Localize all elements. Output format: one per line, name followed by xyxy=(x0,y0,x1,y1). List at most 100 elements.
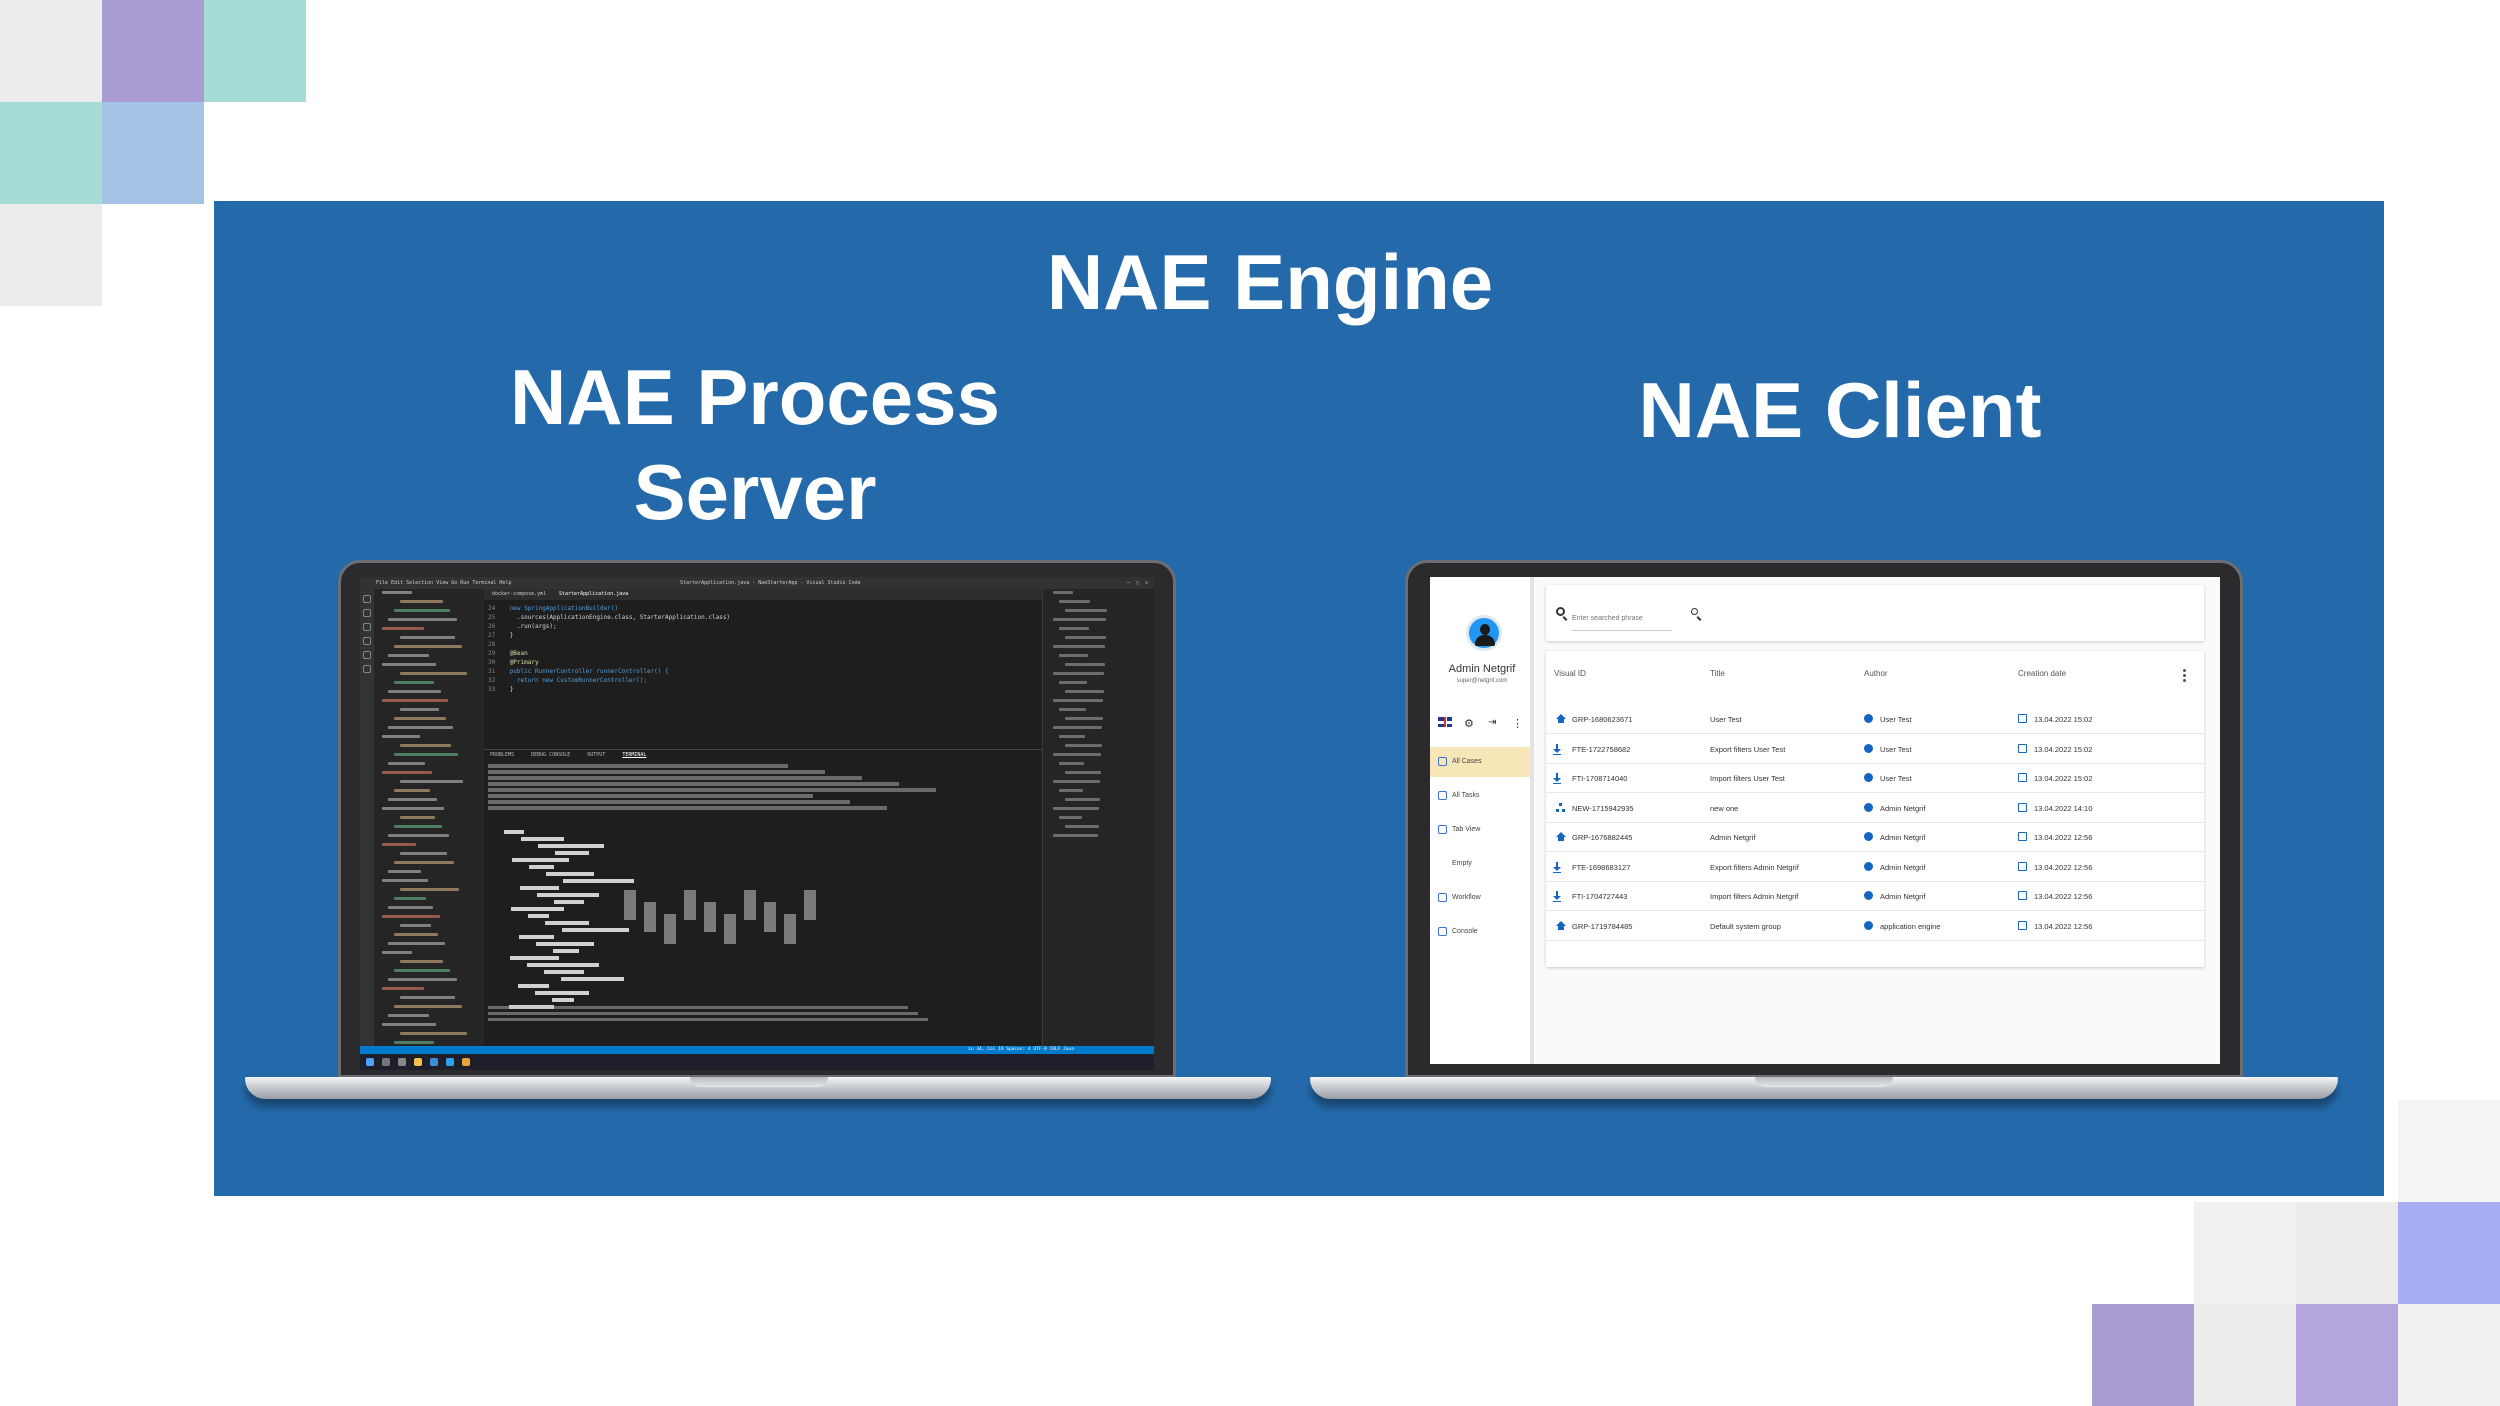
start-icon[interactable] xyxy=(366,1058,374,1066)
browser-icon[interactable] xyxy=(430,1058,438,1066)
tab-output[interactable]: OUTPUT xyxy=(587,752,606,758)
explorer-item[interactable] xyxy=(374,987,484,994)
explorer-item[interactable] xyxy=(374,735,484,742)
explorer-item[interactable] xyxy=(374,771,484,778)
menu-bar[interactable]: File Edit Selection View Go Run Terminal… xyxy=(376,580,512,586)
header-title[interactable]: Title xyxy=(1710,669,1725,678)
outline-item[interactable] xyxy=(1043,717,1154,724)
outline-item[interactable] xyxy=(1043,780,1154,787)
explorer-icon[interactable] xyxy=(363,595,371,603)
outline-item[interactable] xyxy=(1043,627,1154,634)
explorer-item[interactable] xyxy=(374,897,484,904)
task-view-icon[interactable] xyxy=(398,1058,406,1066)
explorer-item[interactable] xyxy=(374,726,484,733)
explorer-item[interactable] xyxy=(374,951,484,958)
sidebar-item-all-tasks[interactable]: All Tasks xyxy=(1430,781,1530,811)
explorer-item[interactable] xyxy=(374,1014,484,1021)
explorer-item[interactable] xyxy=(374,780,484,787)
explorer-panel[interactable] xyxy=(374,589,484,1070)
run-debug-icon[interactable] xyxy=(363,637,371,645)
window-controls[interactable]: — ▢ ✕ xyxy=(1126,580,1148,586)
explorer-item[interactable] xyxy=(374,924,484,931)
explorer-item[interactable] xyxy=(374,762,484,769)
flag-uk-icon[interactable] xyxy=(1438,717,1452,727)
extensions-icon[interactable] xyxy=(363,651,371,659)
explorer-item[interactable] xyxy=(374,690,484,697)
explorer-item[interactable] xyxy=(374,906,484,913)
search-input[interactable] xyxy=(1572,597,1672,631)
outline-item[interactable] xyxy=(1043,636,1154,643)
status-bar[interactable]: Ln 34, Col 19 Spaces: 4 UTF-8 CRLF Java xyxy=(360,1046,1154,1054)
tab-starter-application[interactable]: StarterApplication.java xyxy=(559,591,629,597)
explorer-item[interactable] xyxy=(374,654,484,661)
tab-problems[interactable]: PROBLEMS xyxy=(490,752,515,758)
logout-icon[interactable]: ⇥ xyxy=(1488,717,1497,728)
explorer-item[interactable] xyxy=(374,807,484,814)
outline-item[interactable] xyxy=(1043,825,1154,832)
header-visual-id[interactable]: Visual ID xyxy=(1554,669,1586,678)
outline-item[interactable] xyxy=(1043,816,1154,823)
more-vert-icon[interactable]: ⋮ xyxy=(1512,718,1523,730)
outline-item[interactable] xyxy=(1043,600,1154,607)
outline-item[interactable] xyxy=(1043,663,1154,670)
explorer-item[interactable] xyxy=(374,681,484,688)
outline-item[interactable] xyxy=(1043,807,1154,814)
vscode-taskbar-icon[interactable] xyxy=(446,1058,454,1066)
sidebar-item-tab-view[interactable]: Tab View xyxy=(1430,815,1530,845)
explorer-item[interactable] xyxy=(374,978,484,985)
explorer-item[interactable] xyxy=(374,933,484,940)
app-icon[interactable] xyxy=(462,1058,470,1066)
explorer-item[interactable] xyxy=(374,789,484,796)
outline-item[interactable] xyxy=(1043,654,1154,661)
header-creation-date[interactable]: Creation date xyxy=(2018,669,2067,678)
explorer-item[interactable] xyxy=(374,969,484,976)
explorer-item[interactable] xyxy=(374,915,484,922)
outline-item[interactable] xyxy=(1043,744,1154,751)
explorer-item[interactable] xyxy=(374,591,484,598)
outline-item[interactable] xyxy=(1043,753,1154,760)
outline-item[interactable] xyxy=(1043,690,1154,697)
explorer-item[interactable] xyxy=(374,618,484,625)
explorer-item[interactable] xyxy=(374,1023,484,1030)
explorer-item[interactable] xyxy=(374,852,484,859)
outline-item[interactable] xyxy=(1043,762,1154,769)
outline-item[interactable] xyxy=(1043,789,1154,796)
outline-item[interactable] xyxy=(1043,699,1154,706)
avatar[interactable] xyxy=(1466,615,1502,651)
explorer-item[interactable] xyxy=(374,861,484,868)
explorer-item[interactable] xyxy=(374,699,484,706)
outline-item[interactable] xyxy=(1043,735,1154,742)
windows-taskbar[interactable] xyxy=(360,1054,1154,1070)
explorer-item[interactable] xyxy=(374,636,484,643)
explorer-item[interactable] xyxy=(374,609,484,616)
terminal-panel[interactable]: PROBLEMS DEBUG CONSOLE OUTPUT TERMINAL xyxy=(484,749,1042,1046)
code-editor[interactable]: docker-compose.yml StarterApplication.ja… xyxy=(484,589,1042,749)
editor-tabs[interactable]: docker-compose.yml StarterApplication.ja… xyxy=(484,589,1042,600)
explorer-item[interactable] xyxy=(374,672,484,679)
outline-item[interactable] xyxy=(1043,681,1154,688)
outline-item[interactable] xyxy=(1043,672,1154,679)
explorer-item[interactable] xyxy=(374,996,484,1003)
outline-panel[interactable] xyxy=(1042,589,1154,1046)
explorer-item[interactable] xyxy=(374,708,484,715)
explorer-item[interactable] xyxy=(374,717,484,724)
explorer-item[interactable] xyxy=(374,843,484,850)
outline-item[interactable] xyxy=(1043,591,1154,598)
explorer-item[interactable] xyxy=(374,1032,484,1039)
explorer-item[interactable] xyxy=(374,600,484,607)
explorer-item[interactable] xyxy=(374,834,484,841)
sidebar-item-all-cases[interactable]: All Cases xyxy=(1430,747,1530,777)
docker-icon[interactable] xyxy=(363,665,371,673)
source-control-icon[interactable] xyxy=(363,623,371,631)
explorer-item[interactable] xyxy=(374,744,484,751)
tab-debug-console[interactable]: DEBUG CONSOLE xyxy=(531,752,571,758)
explorer-item[interactable] xyxy=(374,753,484,760)
outline-item[interactable] xyxy=(1043,708,1154,715)
